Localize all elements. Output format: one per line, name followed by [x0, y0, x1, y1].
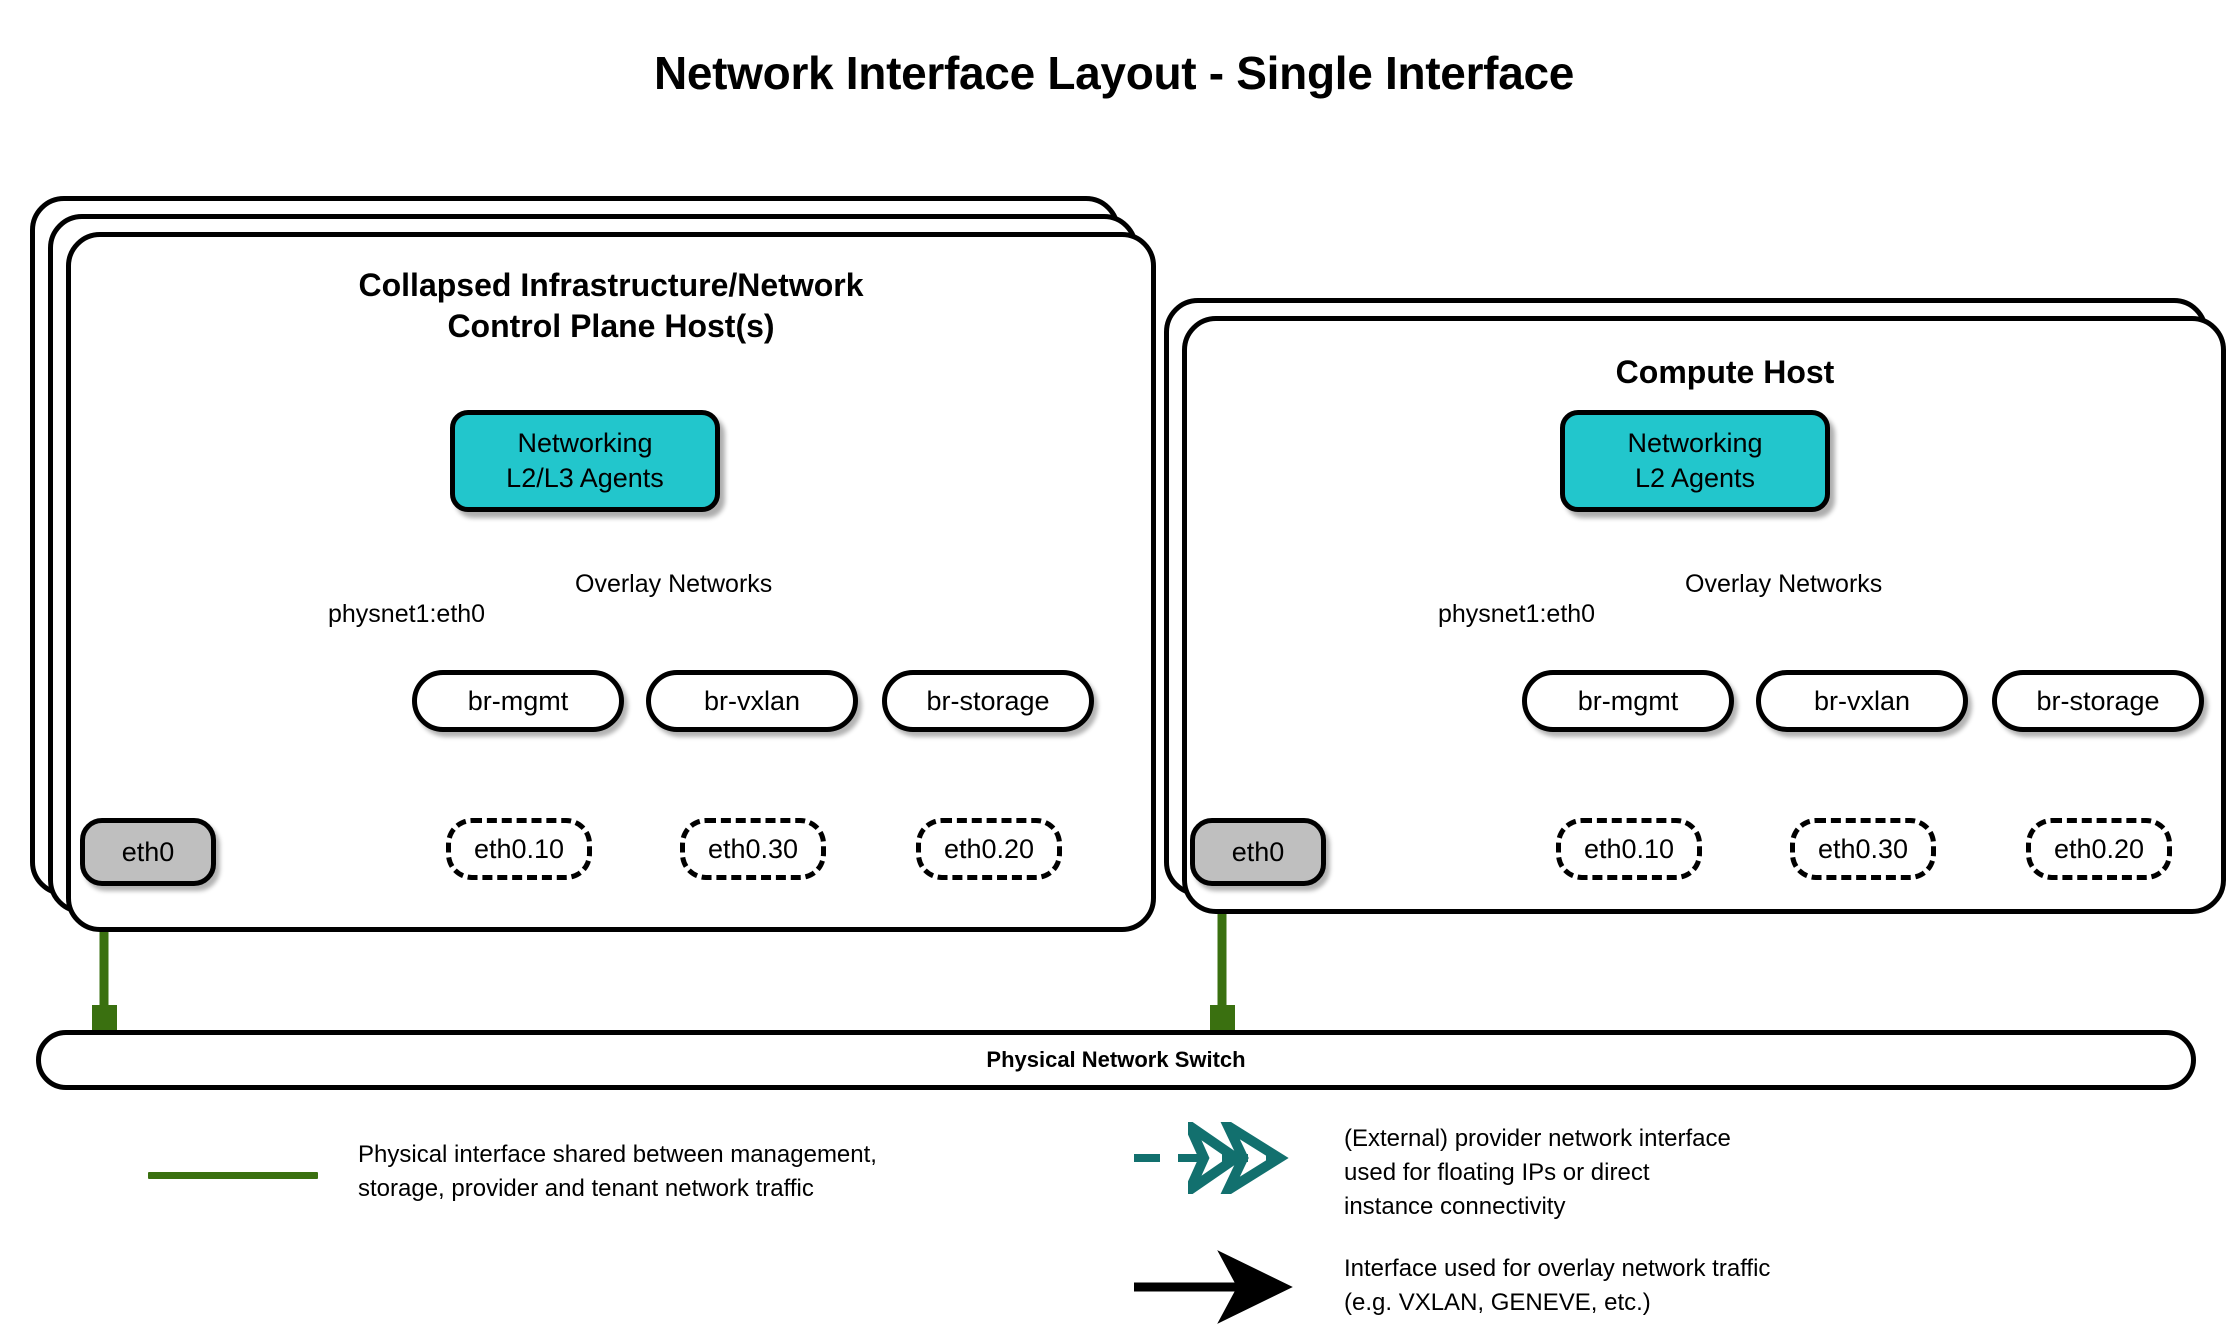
bridge-br-vxlan-control-plane[interactable]: br-vxlan [646, 670, 858, 732]
vlan-eth0-30-control-plane[interactable]: eth0.30 [680, 818, 826, 880]
vlan-eth0-10-control-plane[interactable]: eth0.10 [446, 818, 592, 880]
vlan-eth0-30-compute[interactable]: eth0.30 [1790, 818, 1936, 880]
overlay-edge-label-control-plane: Overlay Networks [575, 570, 773, 598]
bridge-br-storage-compute[interactable]: br-storage [1992, 670, 2204, 732]
bridge-br-vxlan-compute[interactable]: br-vxlan [1756, 670, 1968, 732]
nic-eth0-control-plane[interactable]: eth0 [80, 818, 216, 886]
bridge-br-mgmt-compute[interactable]: br-mgmt [1522, 670, 1734, 732]
vlan-eth0-10-compute[interactable]: eth0.10 [1556, 818, 1702, 880]
page-title: Network Interface Layout - Single Interf… [653, 47, 1575, 99]
provider-edge-label-control-plane: physnet1:eth0 [328, 600, 486, 628]
legend-physical-interface-text: Physical interface shared between manage… [358, 1141, 877, 1203]
bridge-br-storage-control-plane[interactable]: br-storage [882, 670, 1094, 732]
host-title-control-plane: Collapsed Infrastructure/Network Control… [358, 267, 864, 344]
provider-edge-label-compute: physnet1:eth0 [1438, 600, 1596, 628]
overlay-edge-label-compute: Overlay Networks [1685, 570, 1883, 598]
host-card-front [66, 232, 1156, 932]
networking-agents-box-control-plane[interactable]: Networking L2/L3 Agents [450, 410, 720, 512]
legend-provider-interface-text: (External) provider network interface us… [1344, 1125, 1731, 1221]
host-title-compute: Compute Host [1615, 354, 1835, 390]
legend-overlay-interface-text: Interface used for overlay network traff… [1344, 1255, 1771, 1317]
legend-physical-line-swatch [148, 1172, 318, 1179]
physical-network-switch[interactable]: Physical Network Switch [36, 1030, 2196, 1090]
networking-agents-box-compute[interactable]: Networking L2 Agents [1560, 410, 1830, 512]
bridge-br-mgmt-control-plane[interactable]: br-mgmt [412, 670, 624, 732]
vlan-eth0-20-compute[interactable]: eth0.20 [2026, 818, 2172, 880]
nic-eth0-compute[interactable]: eth0 [1190, 818, 1326, 886]
vlan-eth0-20-control-plane[interactable]: eth0.20 [916, 818, 1062, 880]
